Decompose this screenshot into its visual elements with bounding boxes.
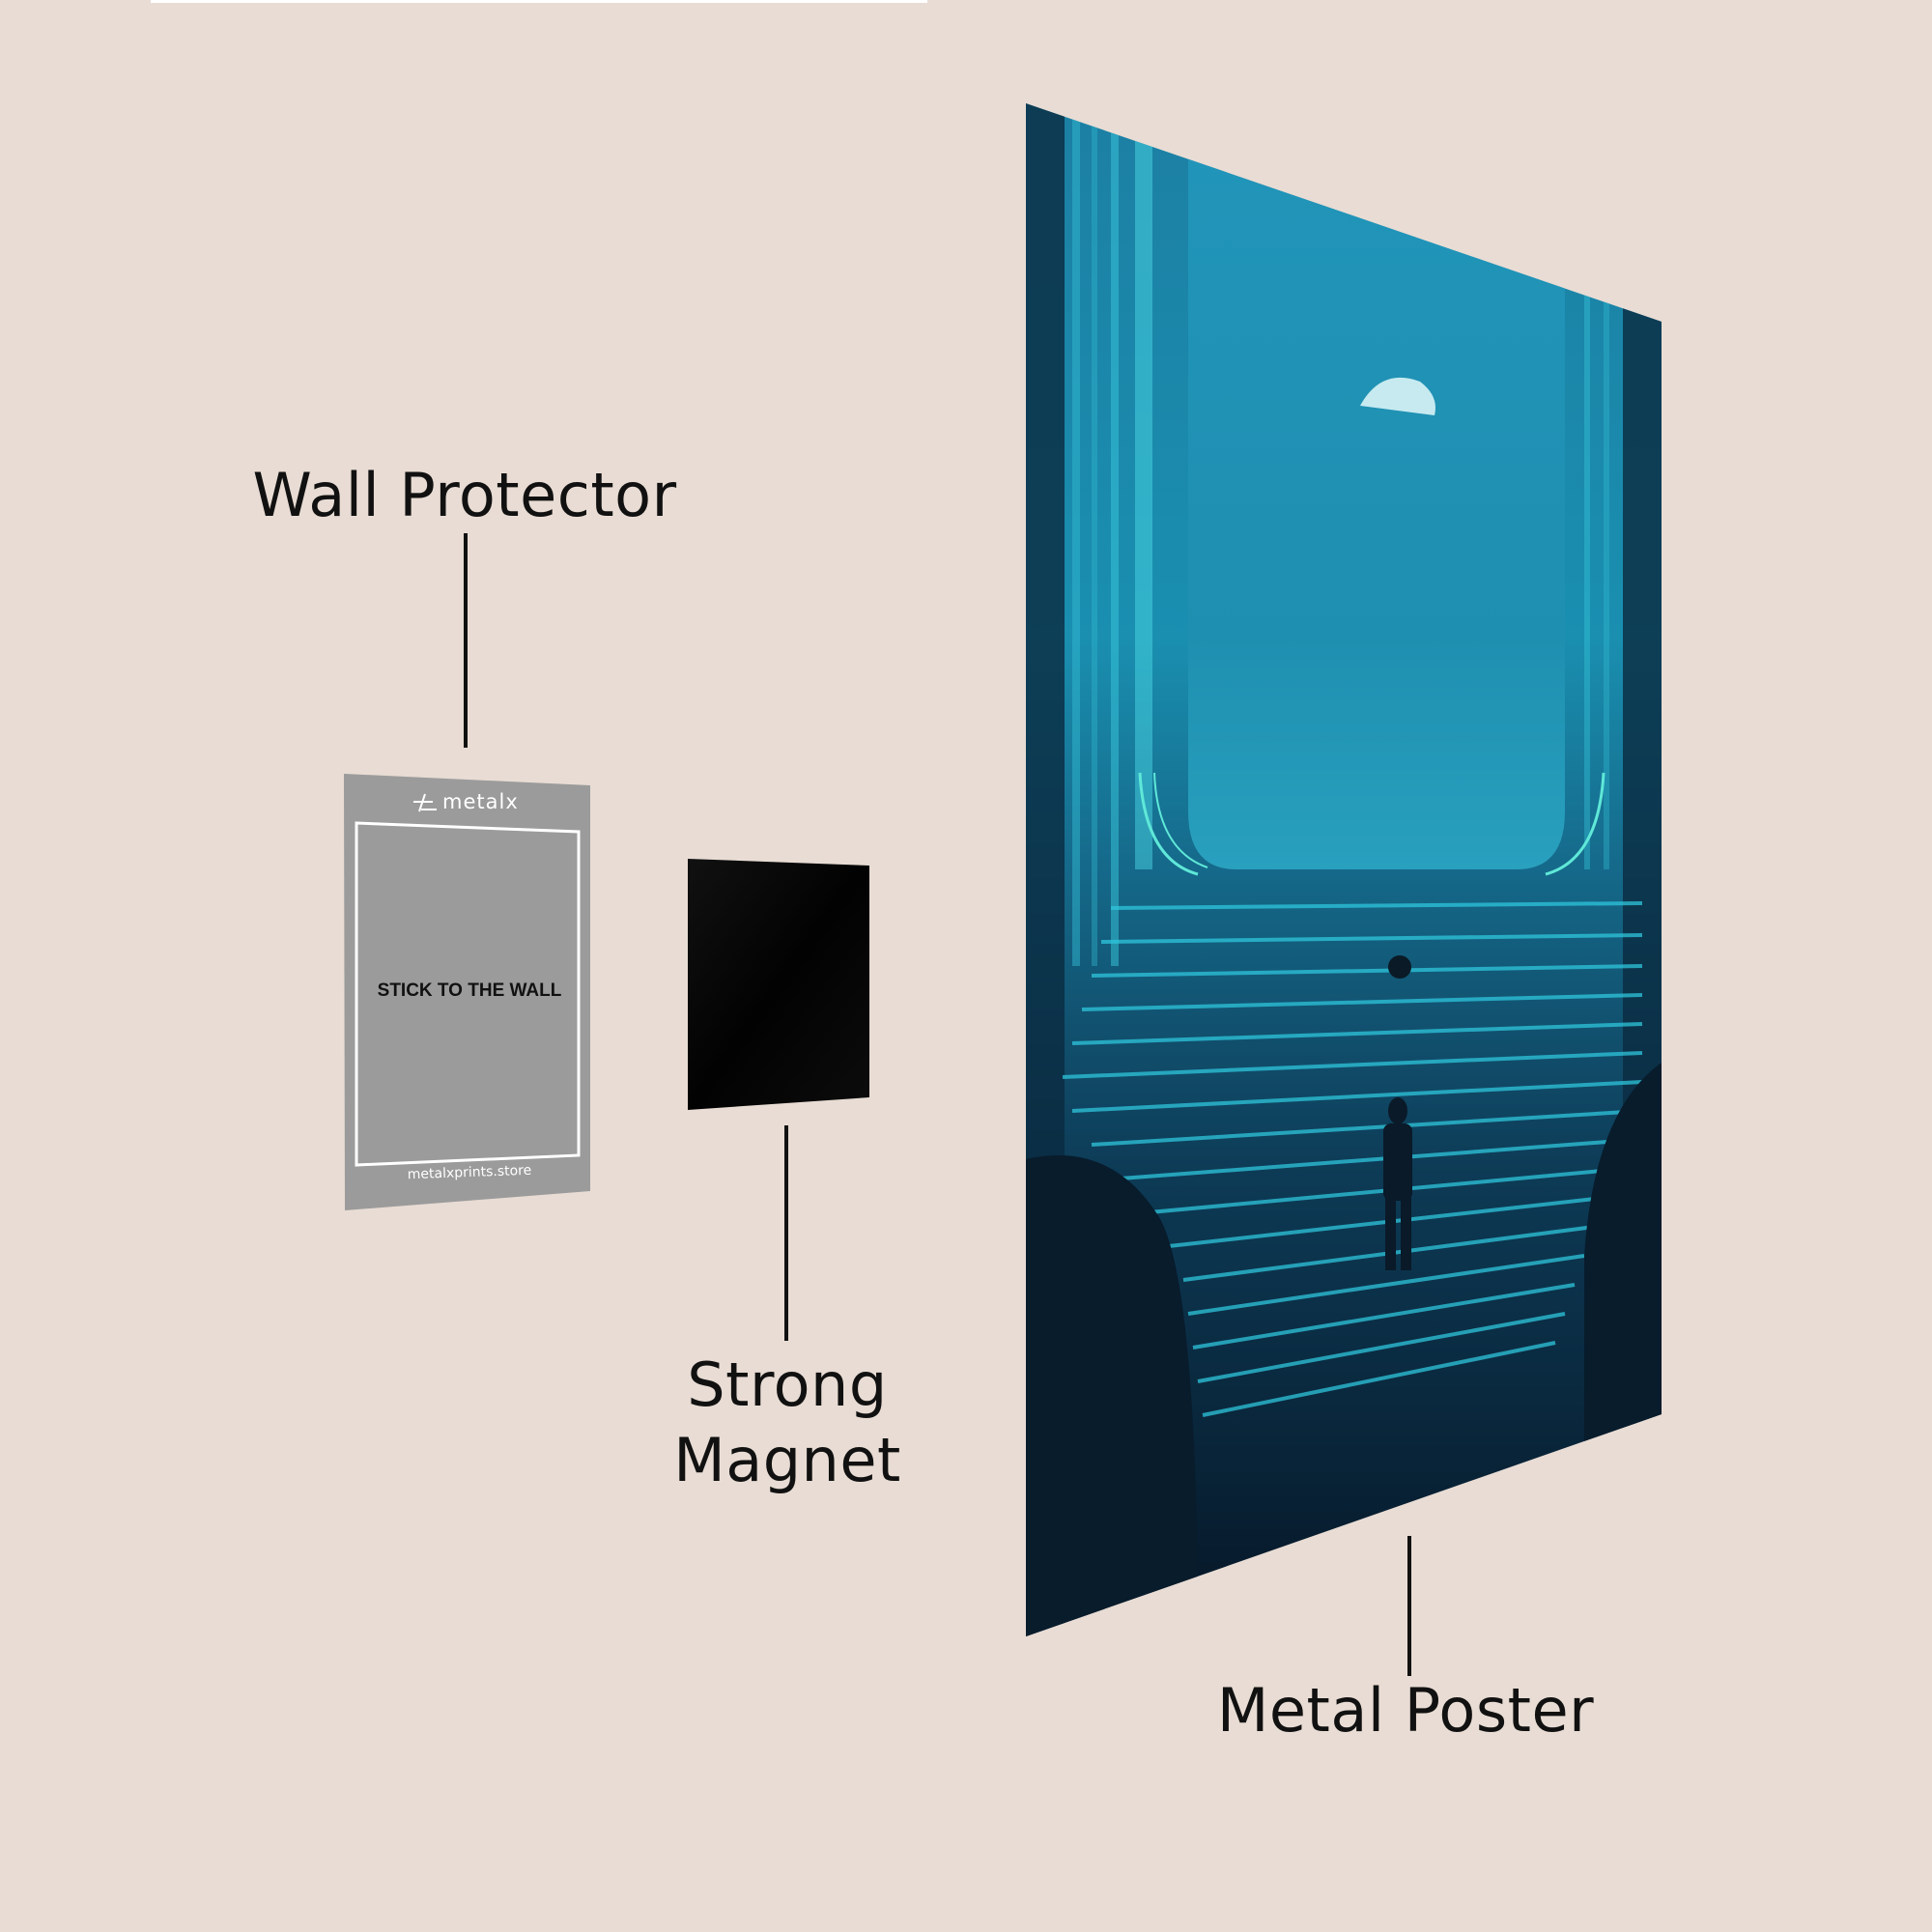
magnet-plate bbox=[688, 859, 869, 1110]
top-edge-bar bbox=[151, 0, 927, 3]
metal-poster-artwork bbox=[1026, 103, 1662, 1636]
wall-protector-leader-line bbox=[464, 533, 468, 748]
magnet-leader-line bbox=[784, 1125, 788, 1341]
metalx-logo-icon bbox=[413, 793, 437, 812]
strong-magnet-label-line2: Magnet bbox=[673, 1425, 901, 1495]
wall-protector-card bbox=[344, 774, 590, 1210]
strong-magnet-label-line1: Strong bbox=[687, 1350, 888, 1420]
strong-magnet-label: Strong Magnet bbox=[618, 1348, 956, 1498]
poster-leader-line bbox=[1407, 1536, 1411, 1676]
metal-poster-label: Metal Poster bbox=[1216, 1675, 1595, 1746]
wall-protector-label: Wall Protector bbox=[252, 460, 677, 530]
protector-center-text: STICK TO THE WALL bbox=[377, 980, 562, 1001]
figure-silhouette bbox=[1383, 1097, 1412, 1270]
protector-brand: metalx bbox=[442, 790, 519, 813]
